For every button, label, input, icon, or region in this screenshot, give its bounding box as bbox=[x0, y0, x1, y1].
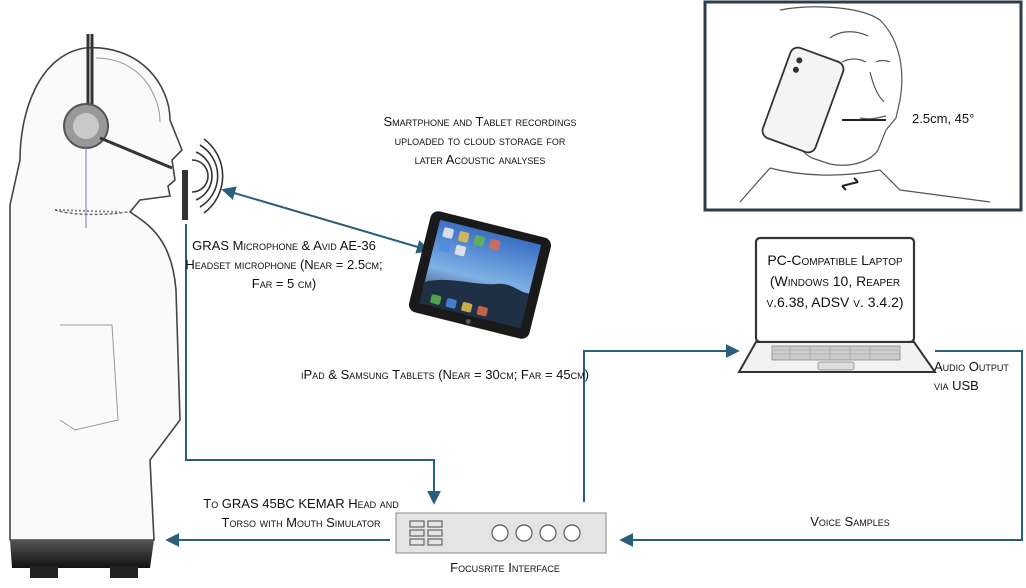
tablet-icon bbox=[408, 211, 552, 339]
focusrite-interface-label: Focusrite Interface bbox=[450, 560, 560, 575]
mic-tablet-arrow bbox=[221, 186, 431, 254]
smartphone-icon bbox=[761, 46, 845, 154]
mic-to-interface-arrow bbox=[185, 224, 441, 505]
laptop-icon bbox=[737, 236, 937, 373]
interface-to-laptop-arrow bbox=[583, 344, 740, 502]
connectors bbox=[165, 186, 1023, 547]
inset-arrow-icon bbox=[841, 177, 859, 191]
laptop-to-interface-arrow bbox=[619, 350, 1023, 547]
headset-icon bbox=[63, 34, 173, 228]
face-inset-frame bbox=[703, 0, 1023, 212]
sound-waves-icon bbox=[191, 138, 224, 214]
audio-output-label: Audio Output via USB bbox=[934, 359, 1009, 393]
tablet-distance-label: iPad & Samsung Tablets (Near = 30cm; Far… bbox=[301, 367, 589, 382]
microphone-label: GRAS Microphone & Avid AE-36 Headset mic… bbox=[185, 238, 383, 291]
mic-angle-label: 2.5cm, 45° bbox=[912, 111, 975, 126]
smartphone-upload-note: Smartphone and Tablet recordings uploade… bbox=[383, 114, 577, 167]
mannequin-icon bbox=[9, 47, 183, 578]
laptop-specs-label: PC-Compatible Laptop (Windows 10, Reaper… bbox=[766, 252, 904, 310]
kemar-label: To GRAS 45BC KEMAR Head and Torso with M… bbox=[203, 496, 399, 530]
voice-samples-label: Voice Samples bbox=[810, 514, 890, 529]
focusrite-interface-icon bbox=[395, 512, 607, 554]
microphone-icon bbox=[182, 170, 188, 220]
